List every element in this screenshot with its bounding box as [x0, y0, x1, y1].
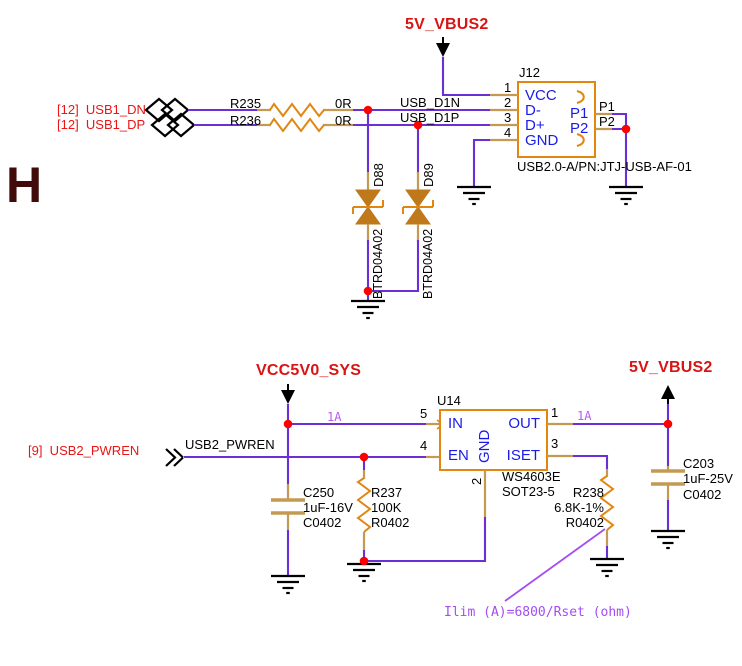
u14-pin1-number: 1	[551, 405, 559, 420]
j12-pin2-number: 2	[504, 95, 512, 110]
j12-pin-name-p2: P2	[570, 120, 589, 137]
capacitor-c203-symbol[interactable]	[651, 424, 685, 531]
u14-pin-name-iset: ISET	[506, 447, 540, 464]
j12-pin-name-dplus: D+	[525, 117, 545, 134]
j12-pin-name-vcc: VCC	[525, 87, 557, 104]
junction-dots	[283, 105, 673, 566]
j12-pin3-number: 3	[504, 110, 512, 125]
resistor-r238-symbol[interactable]	[573, 454, 615, 559]
part-d89: BTRD04A02	[421, 228, 435, 299]
ref-d89: D89	[421, 163, 436, 187]
resistor-r237-symbol[interactable]	[356, 457, 372, 564]
value-r237: 100K	[371, 500, 402, 515]
ref-c250: C250	[303, 485, 335, 500]
wire-j12-gnd[interactable]	[472, 138, 490, 187]
ground-symbol[interactable]	[649, 529, 687, 550]
u14-pin2-number: 2	[469, 477, 484, 485]
port-label-usb1-dp: [12] USB1_DP	[57, 117, 146, 132]
package-r237: R0402	[371, 515, 410, 530]
ground-symbol[interactable]	[345, 562, 383, 583]
ref-d88: D88	[371, 163, 386, 187]
j12-pin-name-dminus: D-	[525, 102, 541, 119]
u14-pin5-number: 5	[420, 406, 428, 421]
ground-symbol[interactable]	[455, 185, 493, 206]
u14-pin4-number: 4	[420, 438, 428, 453]
u14-pin3-number: 3	[551, 436, 559, 451]
power-flag-5v-vbus2-top[interactable]	[435, 36, 492, 97]
resistor-r235-symbol[interactable]	[257, 102, 353, 118]
ref-r237: R237	[371, 485, 403, 500]
ref-j12: J12	[519, 65, 540, 80]
value-r238: 6.8K-1%	[554, 500, 604, 515]
ground-symbol[interactable]	[607, 185, 645, 206]
ref-r235: R235	[230, 96, 262, 111]
wire-in[interactable]	[288, 419, 445, 430]
power-net-label-5v-vbus2-top: 5V_VBUS2	[405, 16, 489, 33]
connector-j12-body[interactable]	[490, 81, 613, 158]
u14-part-number: WS4603E	[502, 469, 561, 484]
ref-u14: U14	[437, 393, 461, 408]
j12-shell-label-p2: P2	[599, 114, 615, 129]
j12-part-number: USB2.0-A/PN:JTJ-USB-AF-01	[517, 159, 692, 174]
capacitor-c250-symbol[interactable]	[271, 484, 305, 576]
tvs-diode-d89-symbol[interactable]	[368, 125, 434, 293]
usb1-port-symbol[interactable]	[144, 97, 196, 138]
ilim-formula-note: Ilim (A)=6800/Rset (ohm)	[444, 605, 632, 620]
u14-pin-name-en: EN	[448, 447, 469, 464]
ground-symbol[interactable]	[269, 574, 307, 595]
net-label-usb-d1n: USB_D1N	[400, 95, 460, 110]
ref-r238: R238	[572, 485, 604, 500]
ground-symbol[interactable]	[349, 299, 387, 320]
j12-pin4-number: 4	[504, 125, 512, 140]
ground-symbol[interactable]	[588, 557, 626, 578]
ic-u14-body[interactable]	[439, 409, 573, 518]
wire-u14-gnd[interactable]	[364, 517, 487, 563]
u14-pin-name-out: OUT	[508, 415, 540, 432]
package-c203: C0402	[683, 487, 722, 502]
port-label-usb2-pwren: [9] USB2_PWREN	[28, 443, 140, 458]
j12-pin1-number: 1	[504, 80, 512, 95]
u14-pin-name-in: IN	[448, 415, 463, 432]
power-flag-5v-vbus2-bottom[interactable]	[660, 384, 676, 424]
power-flag-vcc5v0-sys[interactable]	[280, 383, 296, 486]
net-label-usb2-pwren: USB2_PWREN	[185, 437, 275, 452]
value-c203: 1uF-25V	[683, 471, 733, 486]
u14-package: SOT23-5	[502, 484, 555, 499]
pwren-port-chevron[interactable]	[165, 448, 184, 467]
net-label-usb-d1p: USB_D1P	[400, 110, 460, 125]
power-net-label-5v-vbus2-bottom: 5V_VBUS2	[629, 359, 713, 376]
value-c250: 1uF-16V	[303, 500, 353, 515]
ref-r236: R236	[230, 113, 262, 128]
value-r235: 0R	[335, 96, 352, 111]
sheet-section-label: H	[6, 157, 43, 213]
u14-pin-name-gnd: GND	[476, 429, 493, 463]
j12-pin-name-gnd: GND	[525, 132, 559, 149]
package-c250: C0402	[303, 515, 342, 530]
current-annotation-in: 1A	[327, 410, 342, 424]
port-label-usb1-dn: [12] USB1_DN	[57, 102, 146, 117]
j12-shell-label-p1: P1	[599, 99, 615, 114]
j12-pin-name-p1: P1	[570, 105, 589, 122]
resistor-r236-symbol[interactable]	[257, 117, 353, 133]
ref-c203: C203	[683, 456, 715, 471]
package-r238: R0402	[565, 515, 604, 530]
annotation-pointer-line	[504, 528, 606, 602]
value-r236: 0R	[335, 113, 352, 128]
part-d88: BTRD04A02	[371, 228, 385, 299]
current-annotation-out: 1A	[577, 409, 592, 423]
power-net-label-vcc5v0-sys: VCC5V0_SYS	[256, 362, 362, 379]
